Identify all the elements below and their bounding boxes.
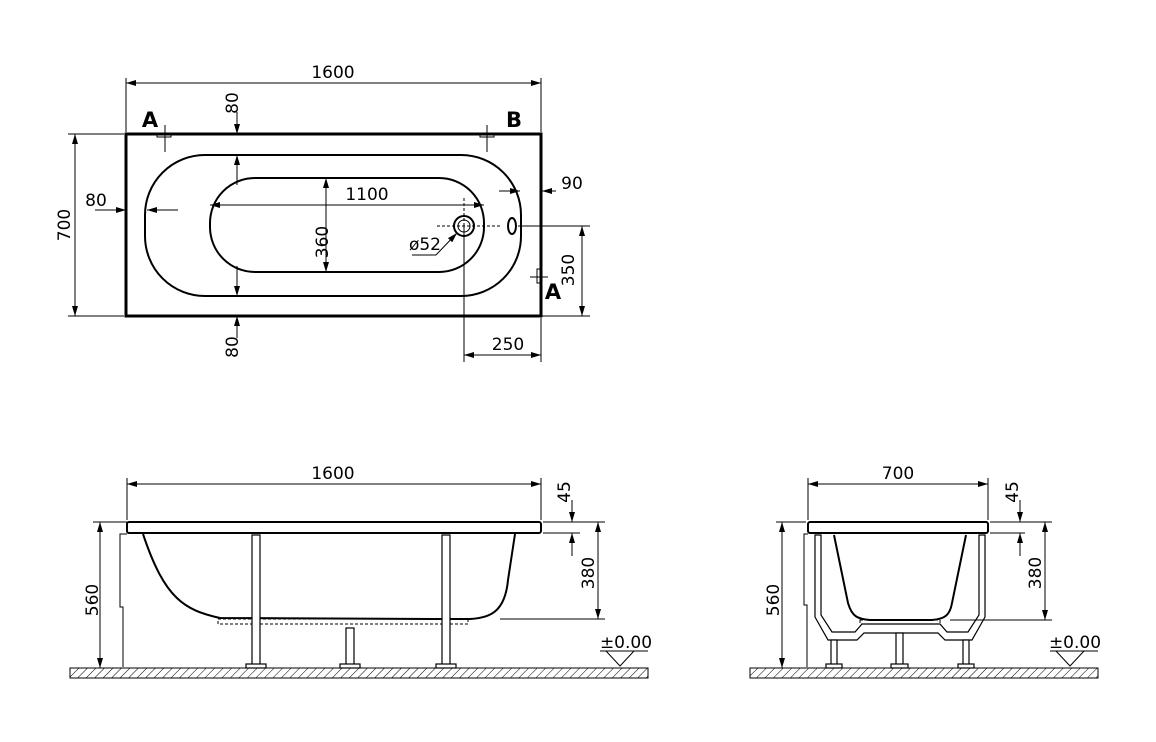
label-inner-width: 360 (313, 226, 333, 258)
bowl-inner (209, 177, 485, 273)
label-end-depth: 380 (1026, 557, 1046, 589)
label-inner-length: 1100 (345, 185, 388, 205)
label-drain-diameter: ø52 (409, 235, 441, 255)
label-width: 700 (55, 209, 75, 241)
section-a-right-label: A (545, 280, 562, 304)
label-end-floor-level: ±0.00 (1049, 633, 1101, 653)
overflow-icon (507, 217, 517, 235)
label-end-rim: 45 (1003, 481, 1023, 503)
drain-icon (453, 215, 475, 237)
label-length: 1600 (311, 63, 354, 83)
end-tub-body (833, 534, 967, 621)
label-side-height: 560 (83, 584, 103, 616)
label-rim-top: 80 (223, 92, 243, 114)
label-overflow-height: 350 (559, 254, 579, 286)
section-a-label: A (142, 108, 159, 132)
label-drain-offset: 250 (492, 335, 524, 355)
end-view: 700 560 45 380 ±0.00 (749, 464, 1101, 679)
tub-outline (124, 132, 543, 318)
label-side-floor-level: ±0.00 (600, 633, 652, 653)
tub-body (142, 533, 516, 620)
label-side-depth: 380 (579, 557, 599, 589)
label-rim-bottom: 80 (223, 336, 243, 358)
tub-rim (126, 521, 542, 534)
side-view: 1600 560 45 380 ±0.00 (69, 464, 652, 679)
label-rim-left: 80 (85, 191, 107, 211)
label-side-length: 1600 (311, 464, 354, 484)
label-side-rim: 45 (555, 481, 575, 503)
label-end-width: 700 (882, 464, 914, 484)
label-end-height: 560 (764, 584, 784, 616)
floor (69, 667, 649, 679)
section-b-label: B (506, 108, 522, 132)
label-rim-right: 90 (561, 174, 583, 194)
plan-view: 1600 700 80 80 80 90 1100 360 (55, 63, 590, 362)
end-tub-rim (807, 521, 989, 534)
end-floor (749, 667, 1099, 679)
